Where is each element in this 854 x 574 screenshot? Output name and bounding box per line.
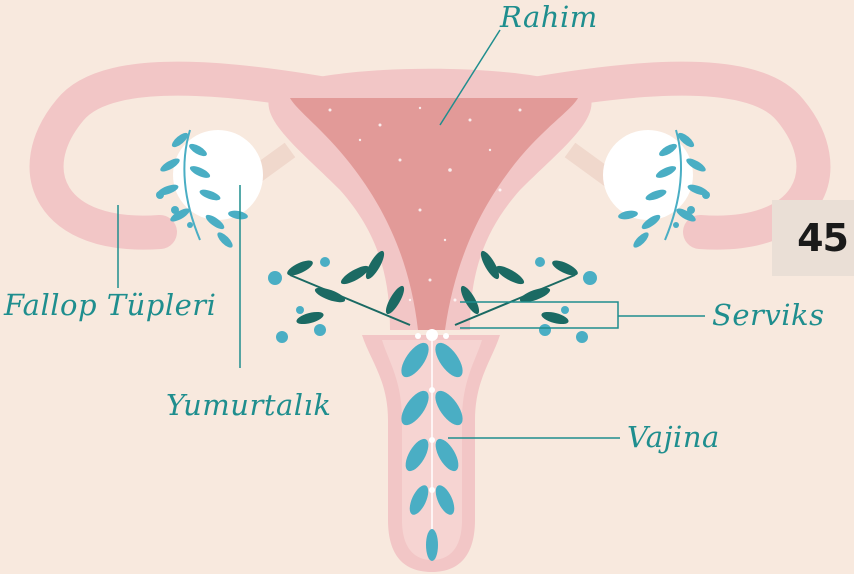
label-ovary: Yumurtalık [166,388,331,422]
label-uterus: Rahim [500,0,598,34]
page-number-badge: 45 [772,200,854,276]
label-vagina: Vajina [627,420,720,454]
leader-cervix [460,302,705,328]
label-fallopian-tubes: Fallop Tüpleri [4,288,216,322]
label-cervix: Serviks [712,298,825,332]
page-number: 45 [797,216,848,260]
